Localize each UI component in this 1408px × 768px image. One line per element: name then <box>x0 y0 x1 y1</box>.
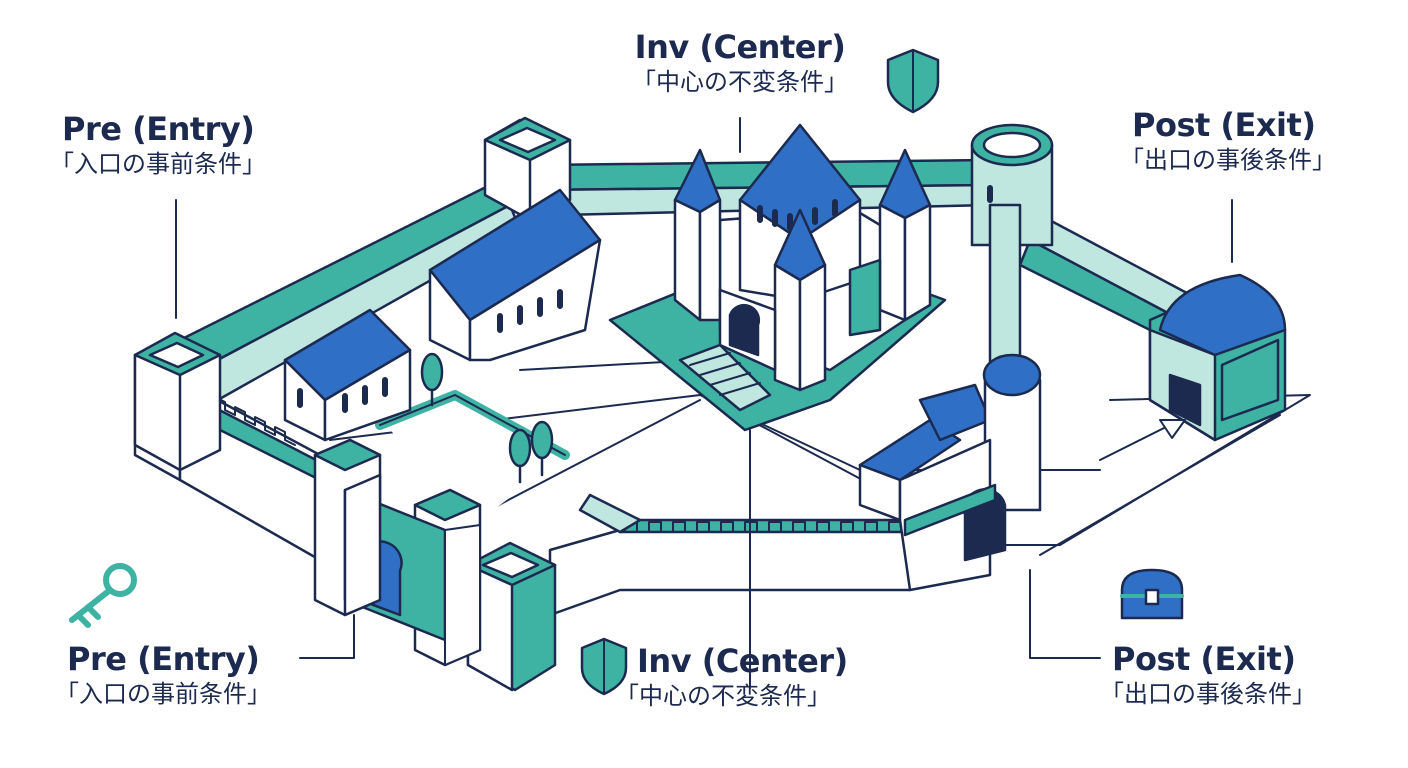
label-inv-bottom: Inv (Center) 「中心の不変条件」 <box>615 642 848 712</box>
label-subtitle: 「入口の事前条件」 <box>55 678 271 710</box>
label-subtitle: 「中心の不変条件」 <box>590 66 890 98</box>
label-title: Inv (Center) <box>615 642 848 680</box>
label-title: Post (Exit) <box>1100 640 1316 678</box>
treasure-chest-icon <box>1122 570 1182 618</box>
key-icon <box>72 566 134 625</box>
label-inv-top: Inv (Center) 「中心の不変条件」 <box>590 28 890 98</box>
label-pre-top: Pre (Entry) 「入口の事前条件」 <box>50 110 266 180</box>
label-title: Pre (Entry) <box>55 640 271 678</box>
label-pre-bottom: Pre (Entry) 「入口の事前条件」 <box>55 640 271 710</box>
label-subtitle: 「出口の事後条件」 <box>1100 678 1316 710</box>
shield-icon <box>888 50 938 112</box>
label-subtitle: 「出口の事後条件」 <box>1120 144 1336 176</box>
label-title: Pre (Entry) <box>50 110 266 148</box>
label-subtitle: 「中心の不変条件」 <box>615 680 848 712</box>
label-post-top: Post (Exit) 「出口の事後条件」 <box>1120 106 1336 176</box>
label-title: Post (Exit) <box>1120 106 1336 144</box>
label-subtitle: 「入口の事前条件」 <box>50 148 266 180</box>
label-post-bottom: Post (Exit) 「出口の事後条件」 <box>1100 640 1316 710</box>
label-title: Inv (Center) <box>590 28 890 66</box>
tower-left <box>135 333 220 470</box>
